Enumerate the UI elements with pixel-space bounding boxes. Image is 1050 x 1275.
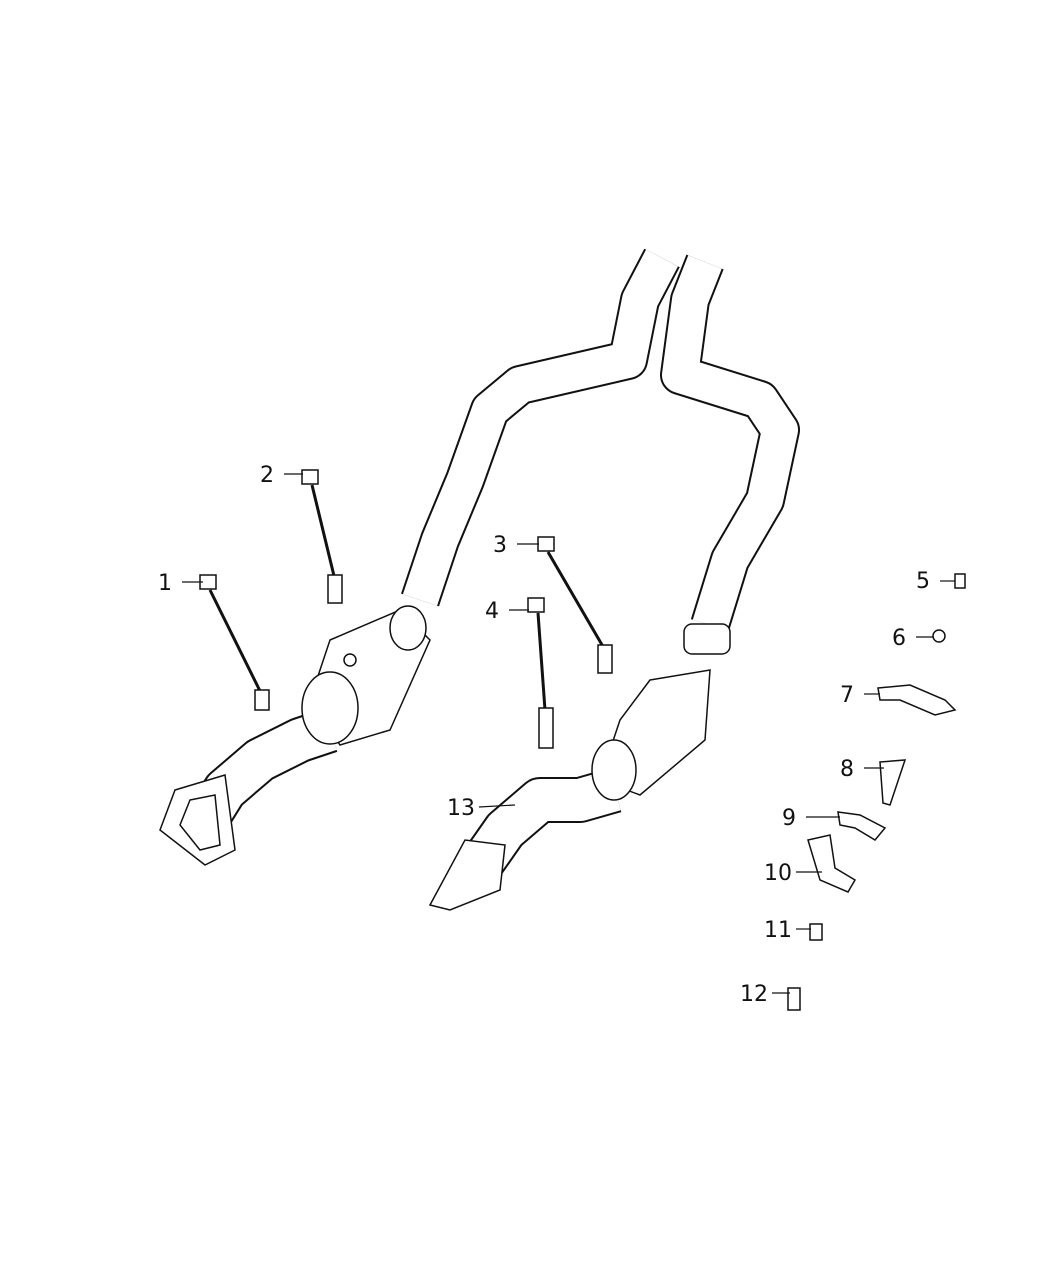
callout-5: 5: [916, 569, 930, 594]
callout-2: 2: [260, 463, 274, 488]
callout-8: 8: [840, 757, 854, 782]
right-catalytic-converter: [591, 623, 731, 801]
bracket-7: [877, 684, 957, 716]
callout-11: 11: [764, 918, 792, 943]
callout-12: 12: [740, 982, 768, 1007]
callout-1: 1: [158, 571, 172, 596]
left-flange: [159, 774, 236, 866]
callout-13: 13: [447, 796, 475, 821]
callouts: 1 2 3 4 5 6 7 8 9 10 11 12 13: [158, 463, 955, 1007]
callout-6: 6: [892, 626, 906, 651]
callout-9: 9: [782, 806, 796, 831]
callout-3: 3: [493, 533, 507, 558]
bracket-9: [837, 811, 887, 841]
callout-10: 10: [764, 861, 792, 886]
callout-7: 7: [840, 683, 854, 708]
bracket-10: [807, 834, 857, 893]
oxygen-sensor-4: [527, 597, 554, 749]
oxygen-sensor-3: [537, 536, 613, 674]
bolt-5: [954, 573, 966, 589]
right-flange: [428, 839, 506, 911]
oxygen-sensor-1: [199, 574, 270, 711]
bolt-11: [809, 923, 823, 941]
callout-4: 4: [485, 599, 499, 624]
oxygen-sensor-2: [301, 469, 343, 604]
nut-6: [932, 629, 946, 643]
bolt-12: [787, 987, 801, 1011]
left-catalytic-converter: [301, 605, 431, 746]
left-exhaust-pipe: [180, 248, 680, 843]
bracket-8: [879, 759, 907, 806]
